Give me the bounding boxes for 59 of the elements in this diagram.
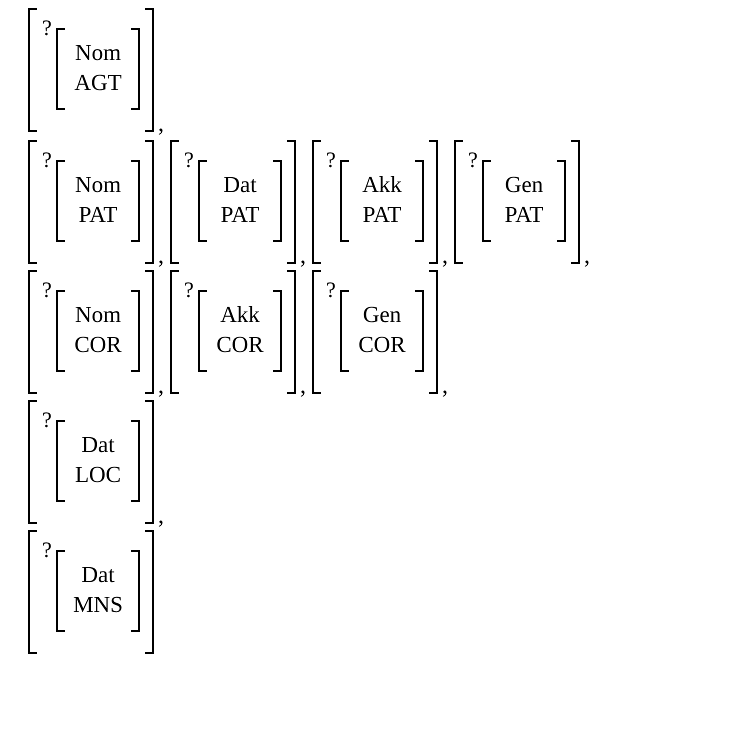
feature-value: ? <box>326 278 336 302</box>
comma: , <box>300 244 306 268</box>
feature-matrix <box>170 270 296 394</box>
case-label: Akk <box>361 171 403 199</box>
case-label: Akk <box>219 301 261 329</box>
case-label: Gen <box>504 171 544 199</box>
feature-matrix <box>198 160 282 242</box>
role-label: COR <box>357 331 407 359</box>
feature-matrix <box>28 400 154 524</box>
role-label: PAT <box>78 201 118 229</box>
feature-matrix <box>170 140 296 264</box>
case-label: Dat <box>222 171 258 199</box>
feature-matrix <box>312 270 438 394</box>
feature-value: ? <box>468 148 478 172</box>
comma: , <box>158 244 164 268</box>
feature-matrix <box>28 8 154 132</box>
role-label: PAT <box>504 201 544 229</box>
feature-value: ? <box>184 278 194 302</box>
comma: , <box>584 244 590 268</box>
case-label: Nom <box>74 171 122 199</box>
comma: , <box>158 112 164 136</box>
comma: , <box>442 244 448 268</box>
feature-value: ? <box>42 538 52 562</box>
comma: , <box>158 504 164 528</box>
feature-value: ? <box>42 148 52 172</box>
feature-matrix <box>28 530 154 654</box>
role-label: PAT <box>362 201 402 229</box>
feature-matrix <box>56 160 140 242</box>
comma: , <box>300 374 306 398</box>
role-label: COR <box>73 331 123 359</box>
case-label: Dat <box>80 561 116 589</box>
feature-matrix <box>28 140 154 264</box>
comma: , <box>442 374 448 398</box>
feature-value: ? <box>42 16 52 40</box>
feature-matrix <box>340 160 424 242</box>
role-label: MNS <box>72 591 124 619</box>
role-label: LOC <box>74 461 122 489</box>
feature-matrix <box>56 550 140 632</box>
role-label: COR <box>215 331 265 359</box>
comma: , <box>158 374 164 398</box>
case-label: Nom <box>74 39 122 67</box>
feature-matrix <box>56 28 140 110</box>
feature-matrix <box>340 290 424 372</box>
feature-matrix <box>28 270 154 394</box>
feature-value: ? <box>184 148 194 172</box>
feature-value: ? <box>42 278 52 302</box>
feature-value: ? <box>326 148 336 172</box>
feature-matrix <box>454 140 580 264</box>
role-label: PAT <box>220 201 260 229</box>
feature-matrix <box>56 290 140 372</box>
feature-matrix <box>56 420 140 502</box>
case-label: Dat <box>80 431 116 459</box>
feature-matrix <box>482 160 566 242</box>
case-label: Nom <box>74 301 122 329</box>
feature-value: ? <box>42 408 52 432</box>
feature-matrix <box>312 140 438 264</box>
role-label: AGT <box>73 69 123 97</box>
feature-matrix <box>198 290 282 372</box>
case-label: Gen <box>362 301 402 329</box>
